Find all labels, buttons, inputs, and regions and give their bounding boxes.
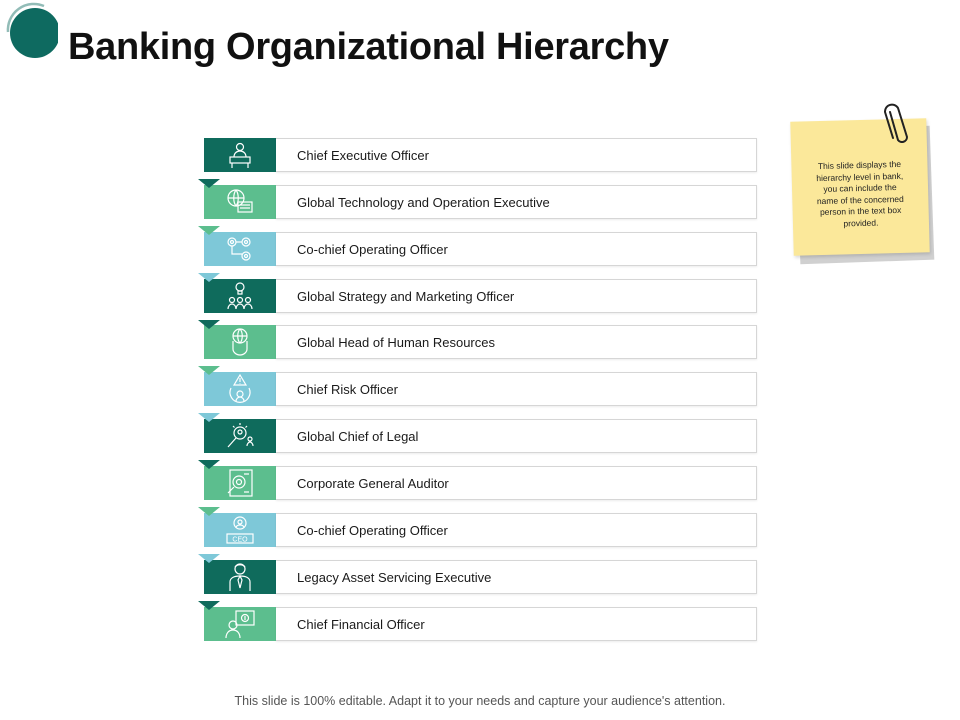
- icon-cell: [204, 560, 276, 594]
- hierarchy-row: Co-chief Operating Officer: [204, 232, 758, 266]
- connector-arrow: [198, 507, 220, 516]
- label-box: Co-chief Operating Officer: [276, 513, 757, 547]
- label-box: Corporate General Auditor: [276, 466, 757, 500]
- icon-cell: [204, 138, 276, 172]
- label-box: Chief Risk Officer: [276, 372, 757, 406]
- hierarchy-row: Corporate General Auditor: [204, 466, 758, 500]
- hierarchy-row: Legacy Asset Servicing Executive: [204, 560, 758, 594]
- idea-team-icon: [227, 282, 253, 310]
- role-label: Global Chief of Legal: [297, 429, 419, 444]
- globe-laptop-icon: [227, 189, 253, 213]
- role-label: Chief Risk Officer: [297, 382, 398, 397]
- connector-arrow: [198, 273, 220, 282]
- hierarchy-row: Chief Financial Officer: [204, 607, 758, 641]
- paperclip-icon: [880, 100, 910, 150]
- icon-cell: [204, 466, 276, 500]
- legal-search-icon: [227, 423, 254, 448]
- role-label: Global Strategy and Marketing Officer: [297, 289, 515, 304]
- hierarchy-row: Global Strategy and Marketing Officer: [204, 279, 758, 313]
- ceo-badge-text: CEO: [232, 537, 248, 544]
- icon-cell: [204, 325, 276, 359]
- role-label: Chief Executive Officer: [297, 148, 429, 163]
- footer-text: This slide is 100% editable. Adapt it to…: [234, 694, 726, 708]
- hierarchy-row: Chief Executive Officer: [204, 138, 758, 172]
- gears-icon: [227, 237, 251, 261]
- sticky-note-text: This slide displays the hierarchy level …: [816, 158, 904, 228]
- connector-arrow: [198, 460, 220, 469]
- connector-arrow: [198, 601, 220, 610]
- label-box: Chief Executive Officer: [276, 138, 757, 172]
- label-box: Co-chief Operating Officer: [276, 232, 757, 266]
- role-label: Legacy Asset Servicing Executive: [297, 570, 492, 585]
- icon-cell: [204, 607, 276, 641]
- role-label: Chief Financial Officer: [297, 617, 425, 632]
- icon-cell: [204, 419, 276, 453]
- globe-hand-icon: [232, 328, 248, 356]
- icon-cell: [204, 185, 276, 219]
- label-box: Global Strategy and Marketing Officer: [276, 279, 757, 313]
- ceo-badge-icon: CEO: [226, 516, 254, 544]
- label-box: Global Technology and Operation Executiv…: [276, 185, 757, 219]
- role-label: Co-chief Operating Officer: [297, 242, 448, 257]
- icon-cell: [204, 372, 276, 406]
- connector-arrow: [198, 320, 220, 329]
- label-box: Legacy Asset Servicing Executive: [276, 560, 757, 594]
- hierarchy-row: Global Head of Human Resources: [204, 325, 758, 359]
- businessman-icon: [229, 563, 251, 591]
- label-box: Chief Financial Officer: [276, 607, 757, 641]
- page-title: Banking Organizational Hierarchy: [68, 26, 669, 68]
- connector-arrow: [198, 413, 220, 422]
- connector-arrow: [198, 366, 220, 375]
- hierarchy-row: CEO Co-chief Operating Officer: [204, 513, 758, 547]
- connector-arrow: [198, 179, 220, 188]
- hierarchy-row: Global Chief of Legal: [204, 419, 758, 453]
- label-box: Global Chief of Legal: [276, 419, 757, 453]
- icon-cell: CEO: [204, 513, 276, 547]
- finance-person-icon: [225, 610, 255, 639]
- hierarchy-row: Global Technology and Operation Executiv…: [204, 185, 758, 219]
- connector-arrow: [198, 226, 220, 235]
- label-box: Global Head of Human Resources: [276, 325, 757, 359]
- audit-report-icon: [227, 469, 253, 497]
- icon-cell: [204, 232, 276, 266]
- role-label: Global Head of Human Resources: [297, 335, 495, 350]
- executive-desk-icon: [229, 142, 251, 168]
- logo: [4, 2, 60, 60]
- hierarchy-row: Chief Risk Officer: [204, 372, 758, 406]
- role-label: Co-chief Operating Officer: [297, 523, 448, 538]
- icon-cell: [204, 279, 276, 313]
- role-label: Corporate General Auditor: [297, 476, 449, 491]
- role-label: Global Technology and Operation Executiv…: [297, 195, 550, 210]
- connector-arrow: [198, 554, 220, 563]
- risk-warning-icon: [229, 374, 251, 403]
